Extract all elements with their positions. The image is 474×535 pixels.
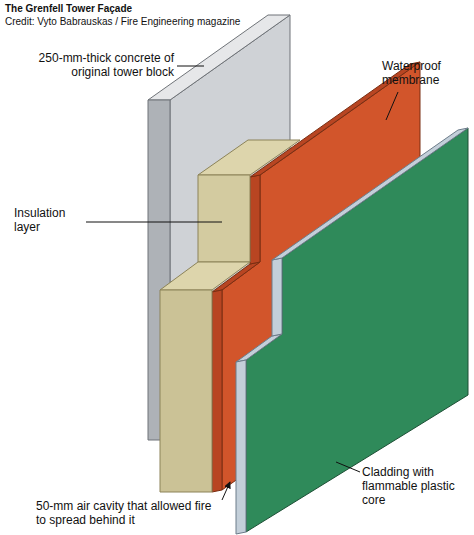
insulation-front-face — [160, 290, 212, 492]
insulation-step-face — [198, 175, 250, 262]
leader-line — [177, 66, 204, 67]
part-label: 250-mm-thick concrete of original tower … — [8, 52, 174, 80]
leader-lines — [86, 66, 398, 500]
membrane-edge — [212, 290, 222, 492]
insulation-top-face — [160, 262, 250, 290]
insulation-top-face — [198, 140, 300, 175]
leader-line — [386, 92, 398, 120]
cladding-edge — [272, 258, 282, 336]
figure-title: The Grenfell Tower Façade — [5, 3, 132, 15]
part-label: 50-mm air cavity that allowed fire to sp… — [36, 500, 222, 528]
cladding-face — [246, 128, 468, 532]
leader-line — [86, 222, 222, 223]
part-label: Cladding with flammable plastic core — [362, 466, 470, 507]
credit-note: Credit: Vyto Babrauskas / Fire Engineeri… — [5, 16, 240, 28]
cladding-edge — [236, 360, 246, 534]
leader-arrow — [222, 482, 230, 500]
part-label: Insulation layer — [14, 207, 84, 235]
cladding-edge — [272, 128, 468, 260]
leader-line — [336, 462, 360, 472]
membrane-edge — [250, 175, 260, 264]
part-label: Waterproof membrane — [382, 60, 470, 88]
cladding-edge — [236, 334, 282, 362]
